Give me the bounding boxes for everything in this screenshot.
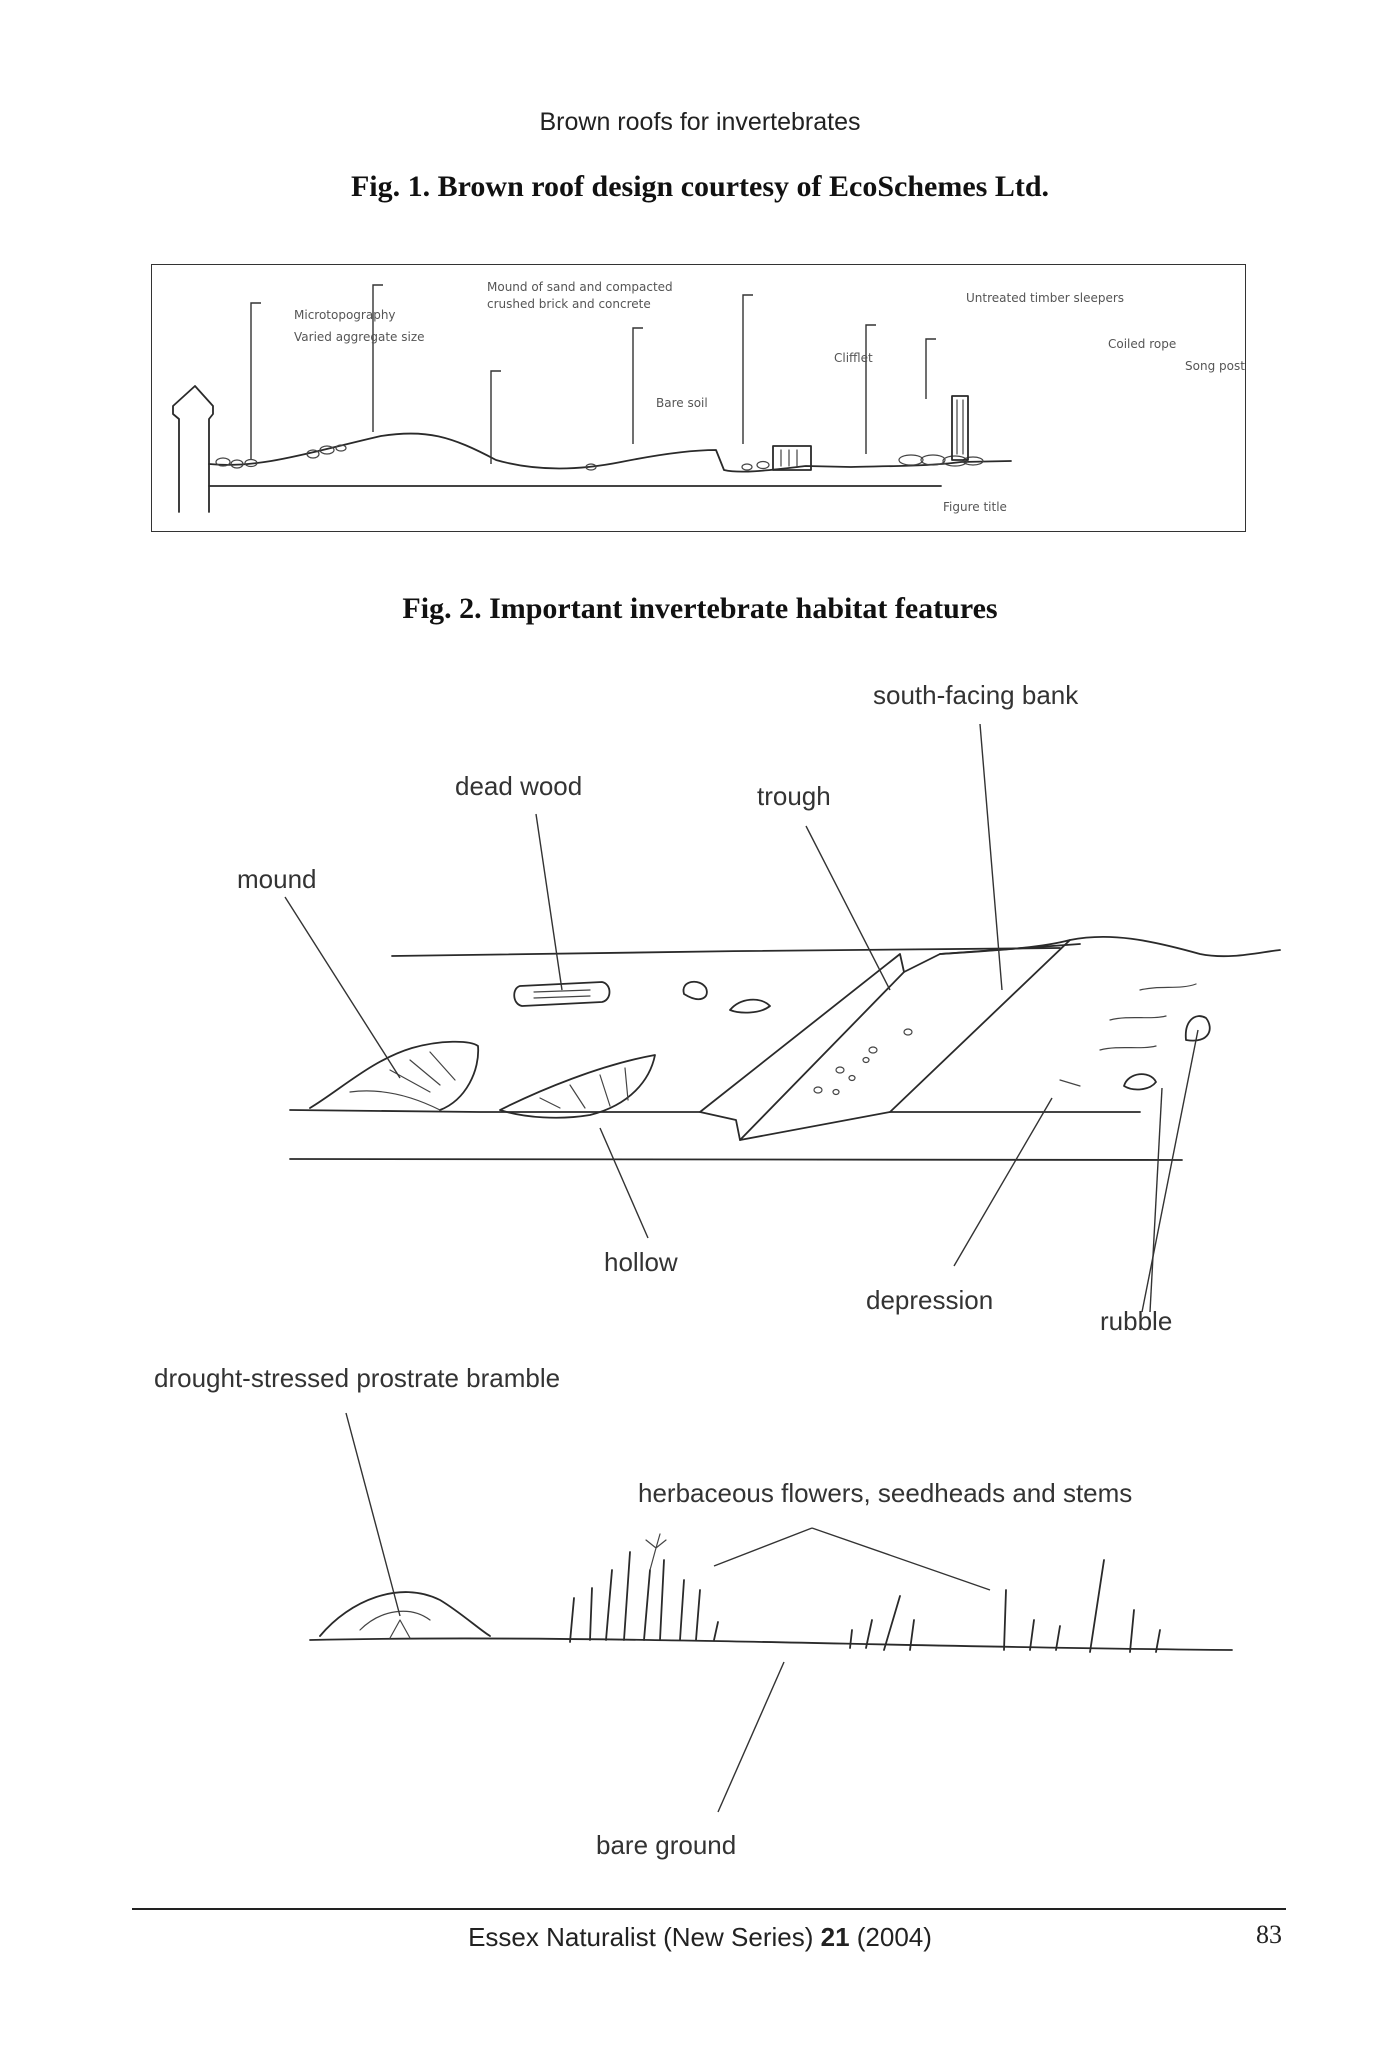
label-bare-soil: Bare soil: [656, 396, 708, 410]
rubble-stone-1: [1184, 1015, 1211, 1042]
bramble-shape: [319, 1591, 491, 1637]
dead-wood-log: [513, 981, 611, 1007]
footer-year: (2004): [849, 1922, 932, 1952]
label-mound: mound: [237, 864, 317, 894]
figure-2-caption: Fig. 2. Important invertebrate habitat f…: [402, 592, 998, 625]
stone-small-2: [729, 998, 771, 1014]
stone-small-1: [682, 980, 708, 1001]
depression-strokes: [1059, 983, 1197, 1087]
label-bramble: drought-stressed prostrate bramble: [154, 1363, 561, 1393]
figure-2-drawing: [284, 723, 1281, 1813]
seedhead: [645, 1533, 667, 1571]
figure-1-frame: [151, 264, 1246, 532]
label-mound-line-2: crushed brick and concrete: [487, 297, 651, 311]
label-varied-aggregate: Varied aggregate size: [294, 330, 425, 344]
label-coiled-rope: Coiled rope: [1108, 337, 1177, 351]
label-herbaceous: herbaceous flowers, seedheads and stems: [638, 1478, 1133, 1508]
running-head: Brown roofs for invertebrates: [539, 108, 861, 136]
footer-volume: 21: [820, 1922, 850, 1952]
label-hollow: hollow: [604, 1247, 678, 1277]
figure-2-lower-leaders: [345, 1412, 991, 1813]
south-facing-bank: [889, 939, 1141, 1113]
figure-2-upper-leaders: [284, 723, 1199, 1313]
label-trough: trough: [757, 781, 831, 811]
label-figure-title: Figure title: [943, 500, 1007, 514]
label-song-post: Song post: [1185, 359, 1245, 373]
label-rubble: rubble: [1100, 1306, 1173, 1336]
substrate-profile: [208, 432, 1012, 473]
label-bare-ground: bare ground: [596, 1830, 737, 1860]
rubble-stone-2: [1123, 1073, 1157, 1091]
middle-ground-line: [289, 1109, 701, 1113]
back-horizon: [391, 947, 1061, 957]
parapet-post: [172, 385, 214, 513]
herbaceous-stems: [569, 1551, 1161, 1653]
bare-ground-line: [309, 1637, 1233, 1651]
figure-1-leaders: [250, 284, 936, 464]
figure-1-caption: Fig. 1. Brown roof design courtesy of Ec…: [350, 170, 1050, 203]
song-post: [951, 395, 969, 461]
front-ground-line: [289, 1157, 1183, 1161]
label-clifflet: Clifflet: [834, 351, 873, 365]
footer-citation: Essex Naturalist (New Series) 21 (2004): [0, 1922, 1400, 1953]
mound-shape: [309, 1040, 480, 1111]
footer-journal: Essex Naturalist (New Series): [468, 1922, 821, 1952]
label-timber-sleepers: Untreated timber sleepers: [966, 291, 1125, 305]
label-microtopography: Microtopography: [294, 308, 396, 322]
label-dead-wood: dead wood: [455, 771, 583, 801]
hollow-shape: [499, 1054, 656, 1119]
label-depression: depression: [866, 1285, 994, 1315]
aggregate-stones: [215, 444, 770, 471]
page-number: 83: [1256, 1920, 1282, 1949]
bank-pebbles: [813, 1028, 913, 1096]
trough-shape: [699, 953, 905, 1141]
label-mound-line-1: Mound of sand and compacted: [487, 280, 673, 294]
timber-sleeper: [772, 445, 812, 471]
coiled-rope: [898, 454, 984, 467]
figure-1-drawing: [172, 284, 1012, 513]
footer-rule: [132, 1908, 1286, 1910]
label-south-facing-bank: south-facing bank: [873, 680, 1079, 710]
